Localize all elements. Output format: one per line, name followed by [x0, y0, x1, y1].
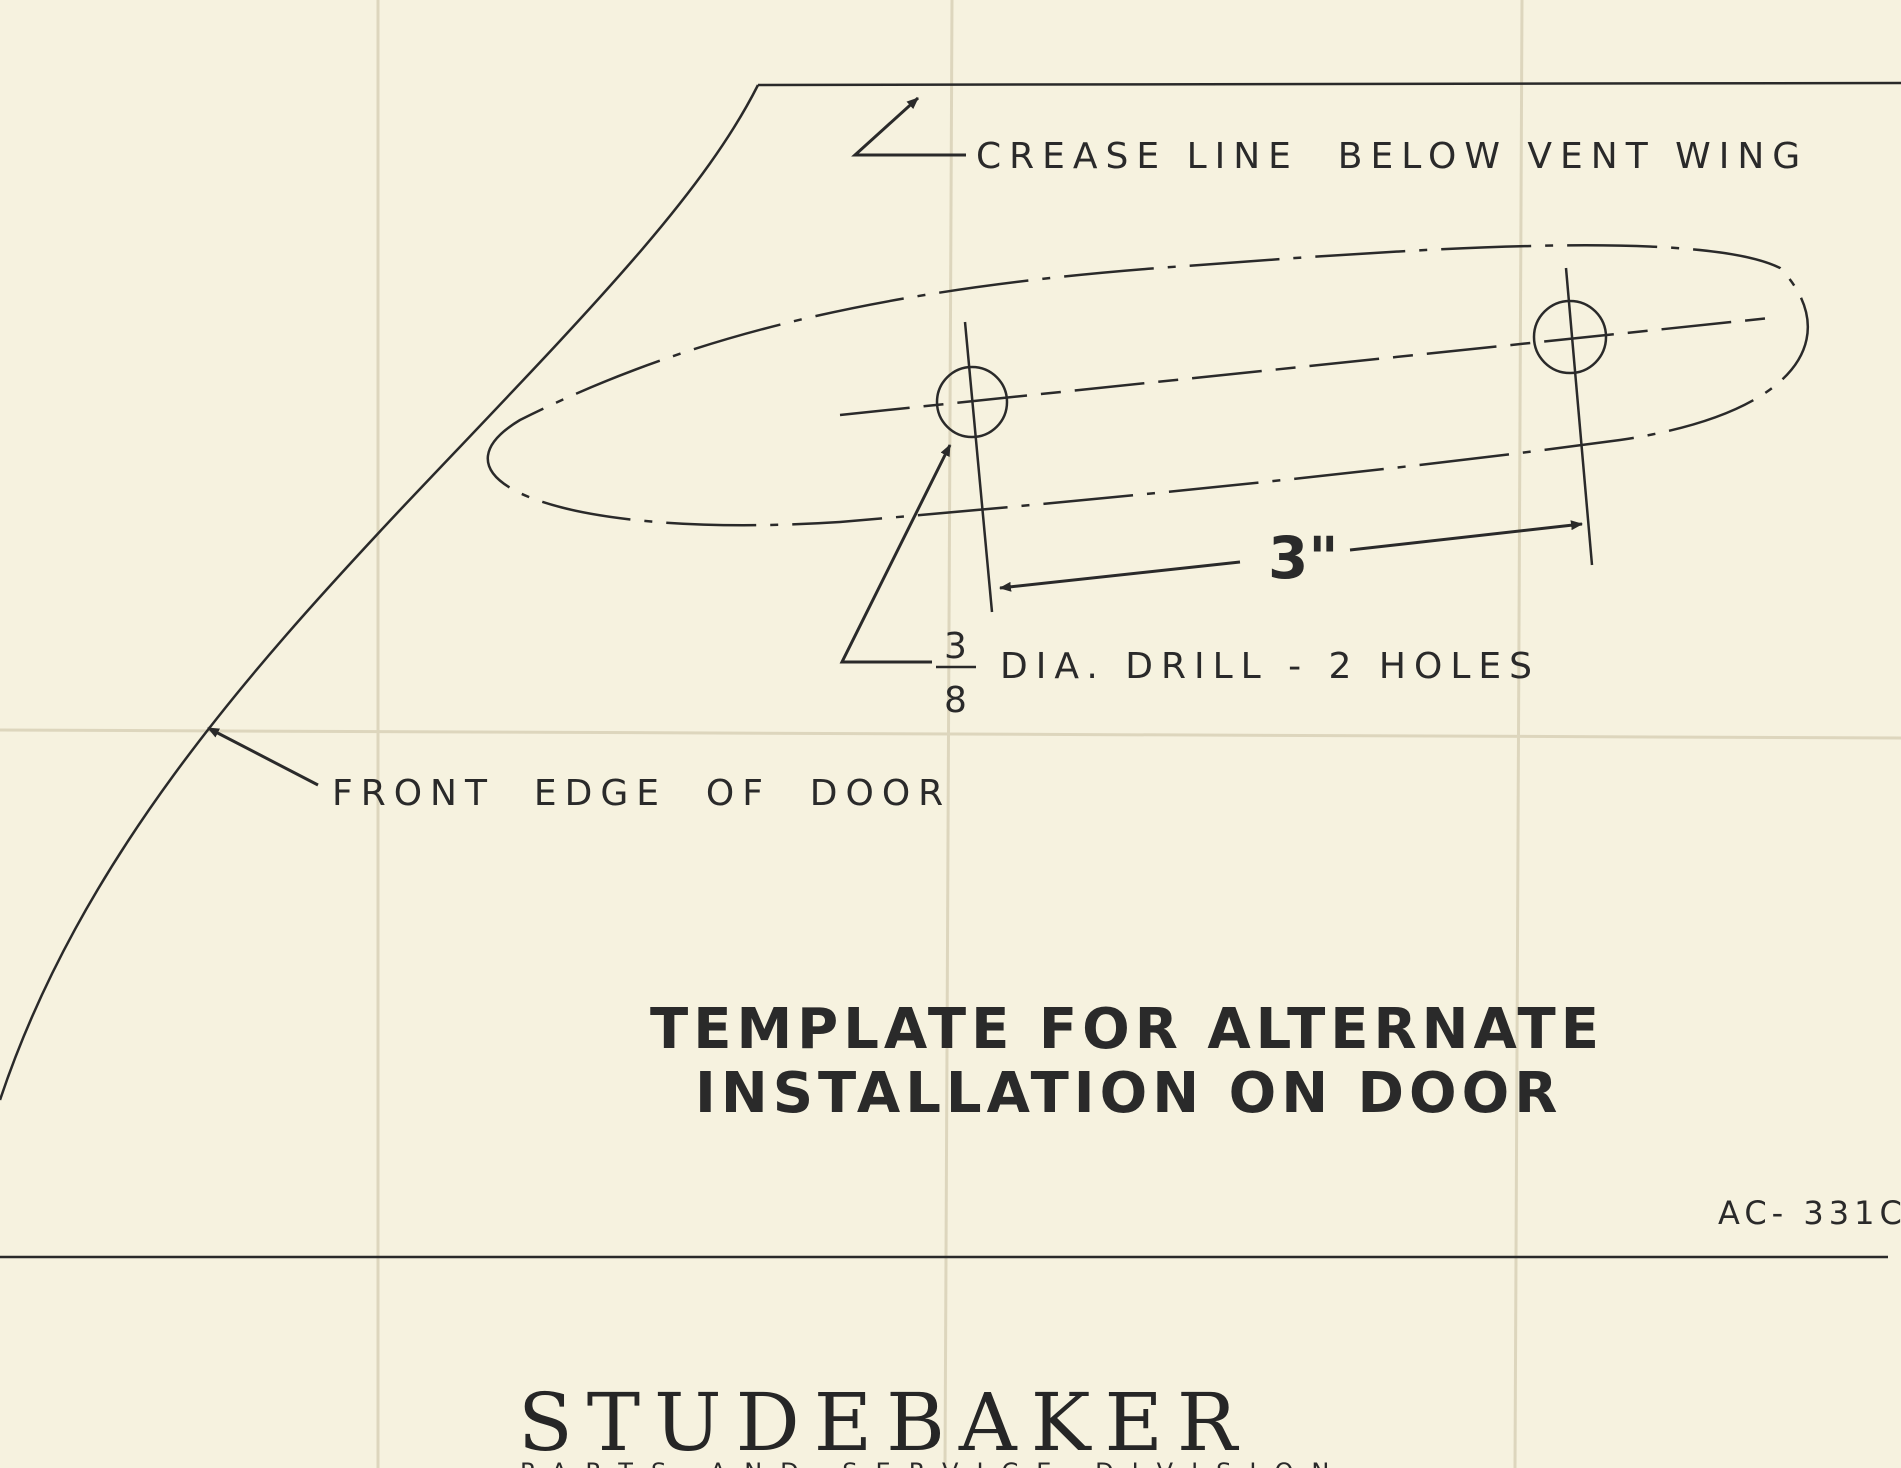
drill-fraction-denominator: 8: [944, 680, 967, 721]
template-title-line1: TEMPLATE FOR ALTERNATE: [650, 997, 1604, 1062]
door-front-edge: [0, 84, 760, 1101]
drill-label: DIA. DRILL - 2 HOLES: [1000, 646, 1540, 687]
drill-hole-right: [1532, 267, 1608, 566]
studebaker-logo: STUDEBAKER: [518, 1376, 1251, 1468]
front-edge-leader-arrow: [207, 726, 319, 787]
crease-line: [757, 81, 1901, 87]
crease-leader-arrow: [851, 96, 966, 157]
hole-centerline: [839, 316, 1771, 417]
dimension-arrow-right: [1349, 520, 1583, 552]
drill-hole-left: [935, 321, 1009, 613]
dimension-arrow-left: [999, 560, 1241, 592]
dimension-label: 3": [1268, 524, 1339, 592]
division-label: PARTS AND SERVICE DIVISION: [520, 1458, 1347, 1468]
front-edge-label: FRONT EDGE OF DOOR: [332, 773, 951, 814]
crease-line-label: CREASE LINE BELOW VENT WING: [976, 136, 1808, 177]
part-number: AC- 331C: [1718, 1194, 1901, 1232]
drill-leader-arrow: [839, 444, 952, 664]
template-title-line2: INSTALLATION ON DOOR: [695, 1061, 1562, 1126]
mount-outline: [486, 244, 1810, 527]
drill-fraction-numerator: 3: [944, 626, 967, 667]
